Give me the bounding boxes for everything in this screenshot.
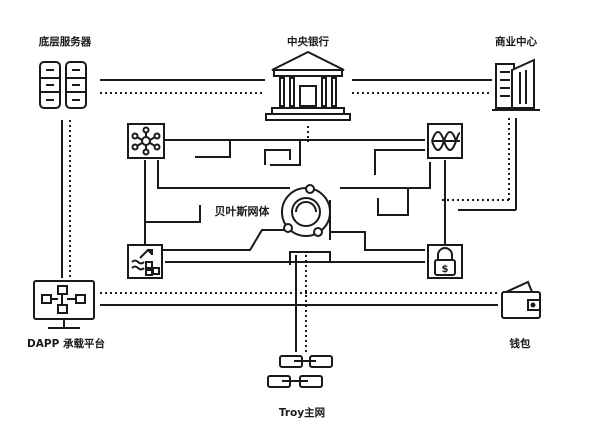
bank-label: 中央银行 [287, 36, 329, 48]
bayes-label: 贝叶斯网体 [214, 205, 270, 218]
server-label: 底层服务器 [38, 36, 92, 48]
wallet-icon [501, 280, 541, 319]
buildings-icon [492, 58, 540, 111]
outer-connections [61, 79, 517, 352]
business-label: 商业中心 [495, 36, 537, 48]
troy-label: Troy主网 [278, 407, 326, 419]
orbit-icon [281, 184, 331, 237]
bank-icon [265, 50, 351, 121]
wallet-label: 钱包 [509, 338, 531, 350]
inner-maze [144, 139, 446, 272]
server-icon [39, 61, 87, 109]
dollar-lock-icon: $ [427, 244, 463, 279]
monitor-icon [33, 280, 95, 329]
signal-wave-icon [427, 123, 463, 159]
network-hub-icon [127, 123, 165, 159]
dapp-label: DAPP 承载平台 [27, 338, 105, 350]
chain-icon [267, 355, 333, 388]
data-flow-icon [127, 244, 163, 279]
svg-text:$: $ [442, 264, 449, 275]
